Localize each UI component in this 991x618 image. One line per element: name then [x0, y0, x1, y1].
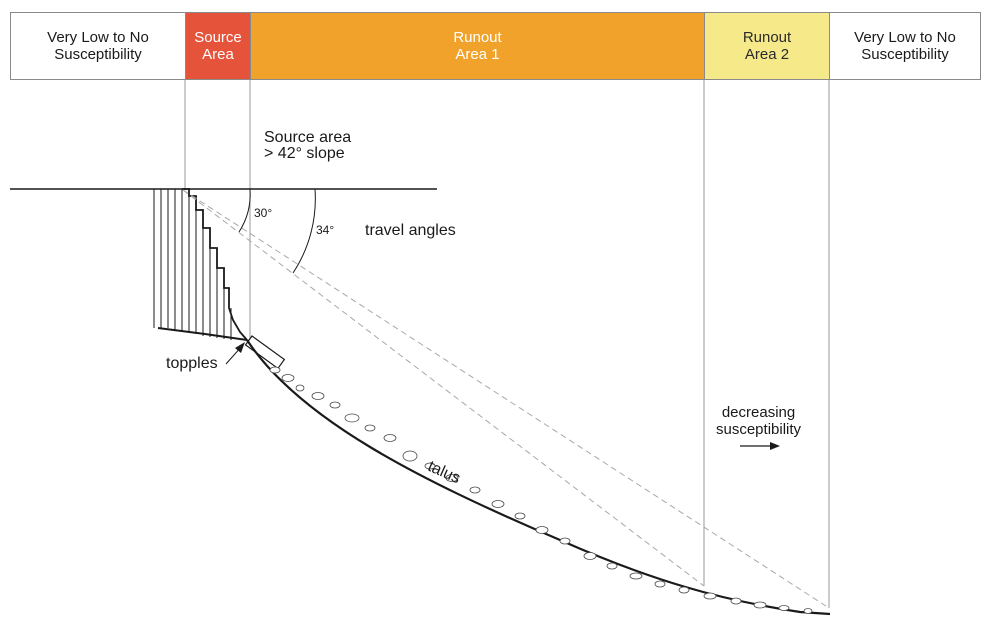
travel-angle-lines	[182, 189, 830, 609]
cliff-face	[182, 188, 248, 341]
zone-source-area: Source Area	[185, 12, 251, 80]
zone-label: Runout Area 1	[453, 29, 502, 63]
travel-line-30	[182, 189, 705, 587]
talus-rubble	[269, 366, 813, 614]
travel-angles-label: travel angles	[365, 222, 456, 239]
zone-runout-area-2: Runout Area 2	[704, 12, 830, 80]
zone-label: Runout Area 2	[742, 29, 792, 63]
angle-30-label: 30°	[254, 206, 273, 220]
zone-label: Source Area	[194, 29, 242, 63]
source-area-label: Source area > 42° slope	[264, 129, 352, 162]
angle-arc-30	[238, 188, 251, 233]
topples-label: topples	[166, 355, 218, 372]
decreasing-arrowhead	[770, 442, 780, 450]
angle-arc-34	[292, 188, 316, 274]
angle-34-label: 34°	[316, 223, 335, 237]
fallen-block	[244, 335, 286, 370]
travel-line-34	[182, 189, 830, 609]
rock-columns	[153, 189, 232, 340]
zone-very-low-left: Very Low to No Susceptibility	[10, 12, 186, 80]
decreasing-susceptibility-label: decreasing susceptibility	[716, 404, 802, 438]
zone-runout-area-1: Runout Area 1	[250, 12, 705, 80]
topple-base	[157, 327, 248, 341]
topples-arrowhead	[235, 342, 245, 353]
zone-very-low-right: Very Low to No Susceptibility	[829, 12, 981, 80]
zone-label: Very Low to No Susceptibility	[47, 29, 149, 63]
zone-dividers	[184, 80, 830, 608]
zone-label: Very Low to No Susceptibility	[854, 29, 956, 63]
talus-slope	[246, 339, 831, 616]
